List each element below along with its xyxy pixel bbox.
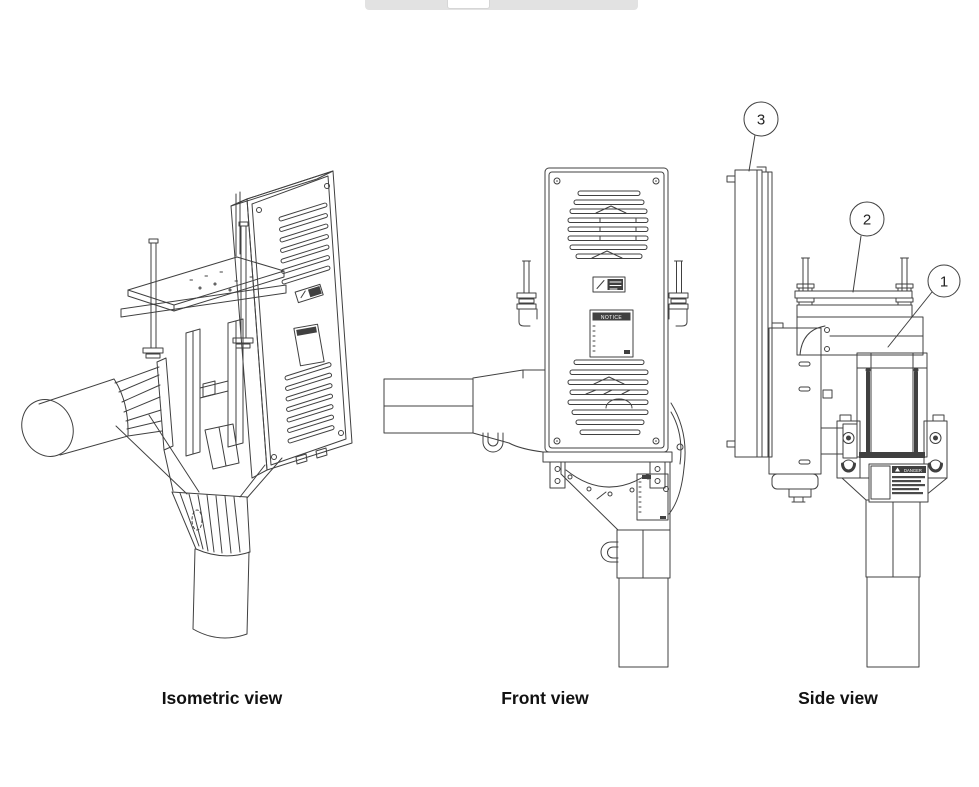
front-view-drawing: NOTICE (383, 167, 689, 668)
side-bracket-column (768, 322, 858, 503)
collapsed-toolbar-fragment (365, 0, 638, 10)
side-cabinet-panel (726, 166, 773, 458)
side-danger-sticker: DANGER (868, 463, 929, 503)
isometric-view-label: Isometric view (161, 688, 283, 708)
svg-text:3: 3 (757, 112, 765, 129)
iso-funnel-pole (115, 414, 283, 639)
warning-triangle-icon (895, 467, 900, 472)
front-side-rods (516, 260, 689, 327)
iso-arm-cylinder (21, 357, 174, 457)
side-view-drawing: DANGER (726, 166, 948, 668)
danger-title: DANGER (904, 468, 922, 473)
front-notice-sticker: NOTICE (589, 309, 634, 358)
iso-cabinet (230, 170, 353, 479)
front-view-label: Front view (501, 688, 589, 708)
front-pole (600, 529, 671, 668)
iso-notice-sticker (293, 323, 325, 367)
callout-1: 1 (887, 264, 961, 348)
callout-2: 2 (849, 201, 885, 293)
brand-logo-icon (596, 280, 605, 289)
front-cabinet: NOTICE (544, 167, 669, 453)
front-undercarriage (542, 402, 686, 531)
side-view-label: Side view (798, 688, 878, 708)
callout-3: 3 (743, 101, 779, 172)
isometric-view-drawing (21, 170, 353, 639)
notice-title: NOTICE (601, 315, 623, 321)
front-arm (383, 369, 546, 453)
iso-bracket-channels (185, 318, 244, 457)
side-pole (865, 499, 921, 668)
front-brand-label (592, 276, 626, 293)
side-top-assembly (794, 257, 924, 356)
iso-brand-label (294, 283, 324, 304)
toolbar-handle-button[interactable] (447, 0, 490, 9)
iso-mount-plate (120, 221, 287, 359)
svg-text:1: 1 (940, 274, 948, 291)
svg-text:2: 2 (863, 212, 871, 229)
